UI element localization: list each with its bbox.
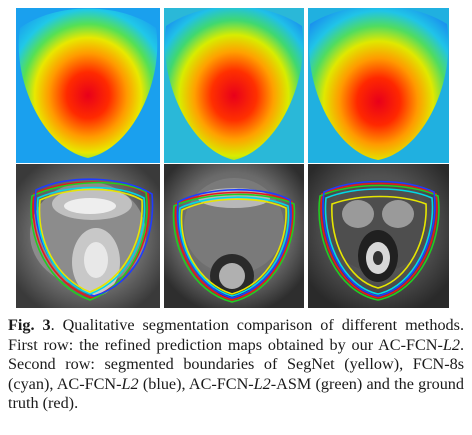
heatmap-image-2 <box>164 8 304 163</box>
heatmap-panel-2 <box>164 8 304 163</box>
mri-image-2 <box>164 164 304 308</box>
mri-image-1 <box>16 164 160 308</box>
figure-label: Fig. 3 <box>8 316 51 334</box>
boundary-ac-fcn-l2-asm <box>172 193 296 303</box>
heatmap-image-3 <box>308 8 449 163</box>
boundary-fcn8s <box>178 196 290 297</box>
boundary-fcn8s <box>36 186 146 295</box>
caption-part: (blue), AC-FCN- <box>138 374 254 393</box>
heatmap-image-1 <box>16 8 160 163</box>
boundary-segnet <box>331 195 427 289</box>
caption-part: . Qualitative segmentation comparison of… <box>8 316 464 354</box>
boundary-ground-truth <box>320 182 438 299</box>
boundary-segnet <box>180 198 287 295</box>
caption-part: . Second row: segmented boundaries of Se… <box>8 335 464 393</box>
boundary-ac-fcn-l2-asm <box>30 181 148 301</box>
heatmap-panel-3 <box>308 8 449 163</box>
heatmap-panel-1 <box>16 8 160 163</box>
mri-panel-2 <box>164 164 304 308</box>
boundary-ac-fcn-l2 <box>176 188 292 299</box>
caption-part: L2 <box>442 335 460 354</box>
caption-part: -ASM (green) and the ground truth (red). <box>8 374 464 413</box>
mri-image-3 <box>308 164 449 308</box>
boundary-segnet <box>38 188 143 293</box>
boundary-ac-fcn-l2-asm <box>318 184 440 301</box>
boundary-ac-fcn-l2 <box>322 180 436 297</box>
boundary-fcn8s <box>324 188 434 295</box>
caption-part: L2 <box>253 374 271 393</box>
mri-panel-3 <box>308 164 449 308</box>
caption-part: L2 <box>121 374 139 393</box>
mri-panel-1 <box>16 164 160 308</box>
boundary-ground-truth <box>174 191 294 301</box>
figure-caption: Fig. 3. Qualitative segmentation compari… <box>8 316 464 414</box>
